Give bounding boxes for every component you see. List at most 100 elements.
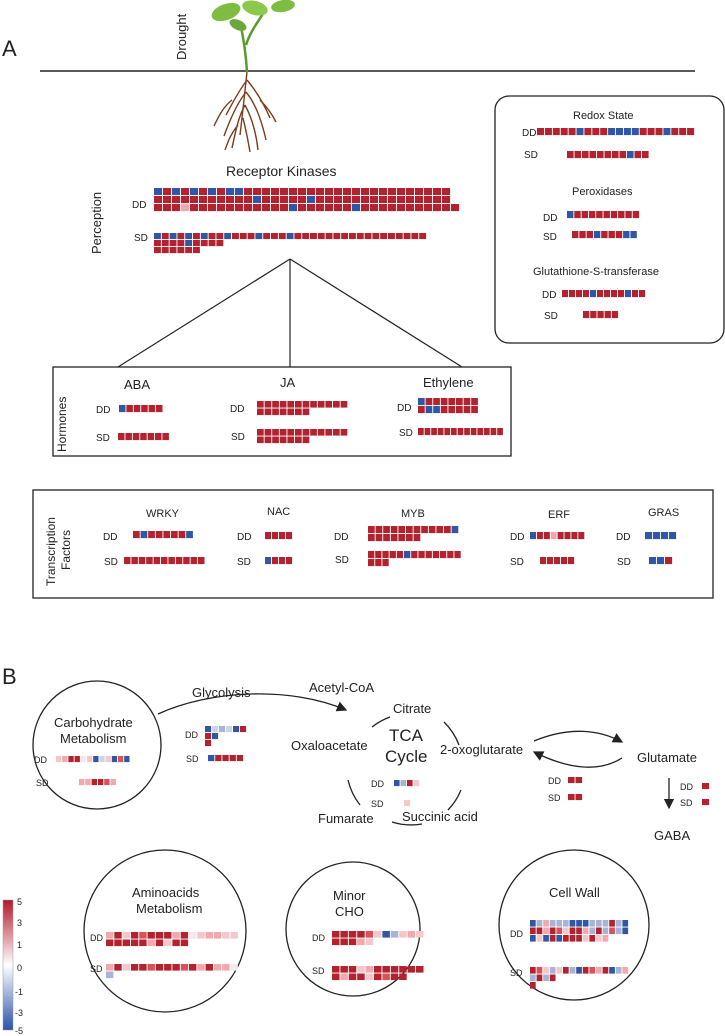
redox-sd-cell [604, 151, 612, 159]
receptor-kinases-dd-cell [154, 204, 163, 212]
receptor-kinases-sd-cell [185, 247, 193, 254]
ja-dd-cell [302, 401, 310, 408]
oxoglutarate-dd-cell [575, 777, 583, 784]
aba-sd-cell [132, 433, 140, 441]
ethylene-sd-cell [477, 428, 484, 436]
ja-dd-cell [333, 401, 340, 408]
peroxidases-sd-cell [630, 231, 637, 239]
ethylene-dd-cell [456, 398, 463, 406]
receptor-kinases-sd-cell [380, 233, 388, 240]
plant-illustration [211, 0, 295, 153]
cell-wall-dd-cell [602, 935, 609, 942]
redox-box [494, 95, 725, 344]
peroxidases-sd-cell [608, 231, 615, 239]
receptor-kinases-dd-cell [235, 204, 244, 212]
aba-sd-label: SD [96, 433, 110, 444]
myb-dd-cell [428, 526, 436, 534]
ethylene-sd-cell [424, 428, 431, 436]
receptor-kinases-dd-cell [226, 196, 235, 204]
receptor-kinases-dd-cell [352, 204, 361, 212]
cell-wall-dd-cell [530, 920, 536, 927]
receptor-kinases-dd-cell [199, 204, 208, 212]
erf-title: ERF [548, 509, 570, 521]
minor-cho-sd-cell [399, 966, 407, 973]
receptor-kinases-sd-cell [263, 233, 271, 240]
receptor-kinases-dd-cell [361, 188, 370, 196]
myb-sd-cell [382, 551, 389, 559]
aminoacids-dd-cell [197, 932, 205, 939]
heatmap-gras-sd [649, 557, 673, 565]
receptor-kinases-dd-cell [343, 196, 352, 204]
peroxidases-sd-cell [601, 231, 608, 239]
receptor-kinases-dd-cell [325, 204, 334, 212]
cell-wall-dd-cell [609, 920, 615, 927]
gst-sd-cell [604, 311, 611, 319]
heatmap-glycolysis-sd [208, 755, 244, 762]
minor-cho-sd-cell [340, 966, 348, 973]
receptor-kinases-dd-cell [379, 196, 388, 204]
nac-dd-label: DD [237, 532, 251, 543]
glycolysis-sd-cell [222, 755, 229, 762]
glycolysis-sd-cell [229, 755, 236, 762]
heatmap-receptor-kinases-dd [154, 188, 460, 212]
peroxidases-dd-cell [625, 211, 632, 219]
aminoacids-sd-cell [147, 964, 155, 971]
minor-cho-sd-cell [348, 966, 357, 973]
gst-dd-label: DD [542, 290, 556, 301]
cell-wall-sd-cell [543, 974, 549, 982]
aba-sd-cell [118, 433, 125, 441]
receptor-kinases-sd-cell [333, 233, 341, 240]
carbohydrate-dd-cell [105, 756, 111, 763]
scale-tick-5: 5 [17, 897, 22, 907]
receptor-kinases-sd-cell [372, 233, 380, 240]
cell-wall-dd-cell [556, 920, 563, 927]
redox-dd-cell [631, 128, 639, 136]
redox-dd-cell [600, 128, 608, 136]
aba-dd-cell [156, 405, 163, 413]
glutamate-sd-label: SD [680, 798, 693, 808]
wrky-sd-cell [138, 557, 146, 565]
carbohydrate-title-line2: Metabolism [60, 731, 126, 746]
aminoacids-dd-cell [172, 932, 180, 939]
cell-wall-sd-cell [543, 967, 549, 974]
aminoacids-dd-cell [114, 939, 122, 947]
ja-sd-cell [317, 429, 325, 436]
cell-wall-sd-cell [596, 967, 602, 974]
ja-sd-cell [310, 429, 317, 436]
receptor-kinases-dd-cell [298, 204, 307, 212]
heatmap-oxoglutarate-dd [568, 777, 583, 784]
aminoacids-dd-cell [139, 939, 147, 947]
ja-sd-cell [287, 436, 295, 444]
minor-cho-sd-cell [365, 973, 374, 981]
receptor-kinases-dd-cell [253, 196, 262, 204]
receptor-kinases-dd-cell [388, 204, 397, 212]
receptor-kinases-sd-cell [271, 233, 278, 240]
carbohydrate-dd-cell [80, 756, 87, 763]
gaba-label: GABA [654, 828, 690, 843]
cell-wall-sd-cell [536, 967, 543, 974]
transcription-factors-box [32, 489, 714, 599]
cell-wall-dd-cell [530, 935, 536, 942]
receptor-kinases-dd-cell [361, 204, 370, 212]
receptor-kinases-sd-cell [177, 240, 185, 247]
aminoacids-sd-cell [130, 964, 139, 971]
cell-wall-dd-cell [536, 935, 543, 942]
cell-wall-dd-cell [563, 920, 569, 927]
nac-title: NAC [267, 506, 290, 518]
ethylene-sd-cell [470, 428, 477, 436]
minor-cho-sd-cell [348, 973, 357, 981]
receptor-kinases-dd-cell [172, 204, 181, 212]
perception-label: Perception [89, 192, 104, 254]
redox-sd-cell [634, 151, 642, 159]
myb-sd-cell [425, 551, 432, 559]
heatmap-aminoacids-sd [106, 964, 238, 979]
aminoacids-sd-cell [155, 964, 164, 971]
cell-wall-dd-label: DD [510, 929, 523, 939]
peroxidases-dd-cell [610, 211, 618, 219]
wrky-sd-cell [153, 557, 161, 565]
heatmap-tca-dd [394, 780, 420, 787]
receptor-kinases-dd-cell [262, 204, 271, 212]
wrky-dd-cell [155, 531, 163, 539]
wrky-dd-cell [148, 531, 155, 539]
receptor-kinases-dd-cell [217, 196, 226, 204]
